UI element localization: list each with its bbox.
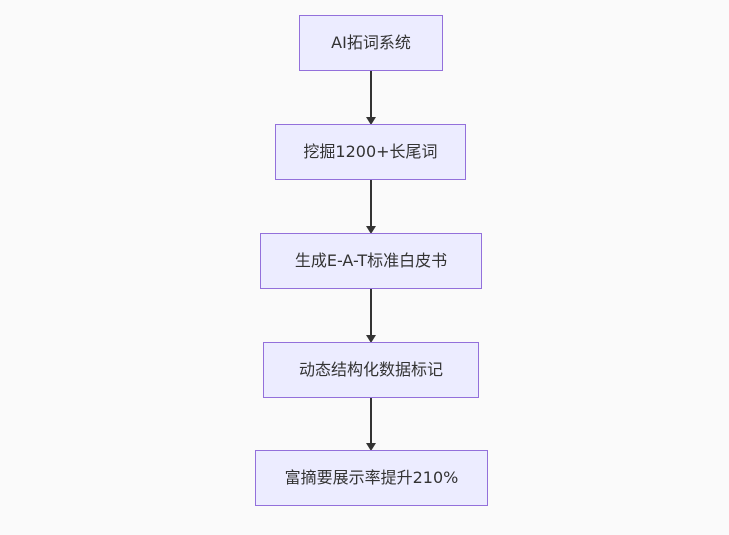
flow-node-label: 生成E-A-T标准白皮书 bbox=[294, 251, 448, 271]
flow-node-label: 挖掘1200+长尾词 bbox=[303, 142, 438, 162]
flow-edge-n4-n5 bbox=[366, 398, 376, 451]
edge-line bbox=[370, 289, 372, 336]
arrowhead-down-icon bbox=[366, 226, 376, 234]
flow-node-structured-data-markup: 动态结构化数据标记 bbox=[263, 342, 479, 398]
arrowhead-down-icon bbox=[366, 335, 376, 343]
flow-node-label: AI拓词系统 bbox=[331, 33, 411, 53]
edge-line bbox=[370, 180, 372, 227]
flow-edge-n3-n4 bbox=[366, 289, 376, 343]
flow-node-longtail-mining: 挖掘1200+长尾词 bbox=[275, 124, 466, 180]
flow-node-eat-whitepaper: 生成E-A-T标准白皮书 bbox=[260, 233, 482, 289]
flow-node-rich-snippet-rate: 富摘要展示率提升210% bbox=[255, 450, 488, 506]
flow-node-label: 富摘要展示率提升210% bbox=[284, 468, 459, 488]
arrowhead-down-icon bbox=[366, 117, 376, 125]
arrowhead-down-icon bbox=[366, 443, 376, 451]
edge-line bbox=[370, 71, 372, 118]
flow-node-ai-keyword-system: AI拓词系统 bbox=[299, 15, 443, 71]
flow-node-label: 动态结构化数据标记 bbox=[298, 360, 443, 380]
edge-line bbox=[370, 398, 372, 444]
flow-edge-n2-n3 bbox=[366, 180, 376, 234]
flow-edge-n1-n2 bbox=[366, 71, 376, 125]
